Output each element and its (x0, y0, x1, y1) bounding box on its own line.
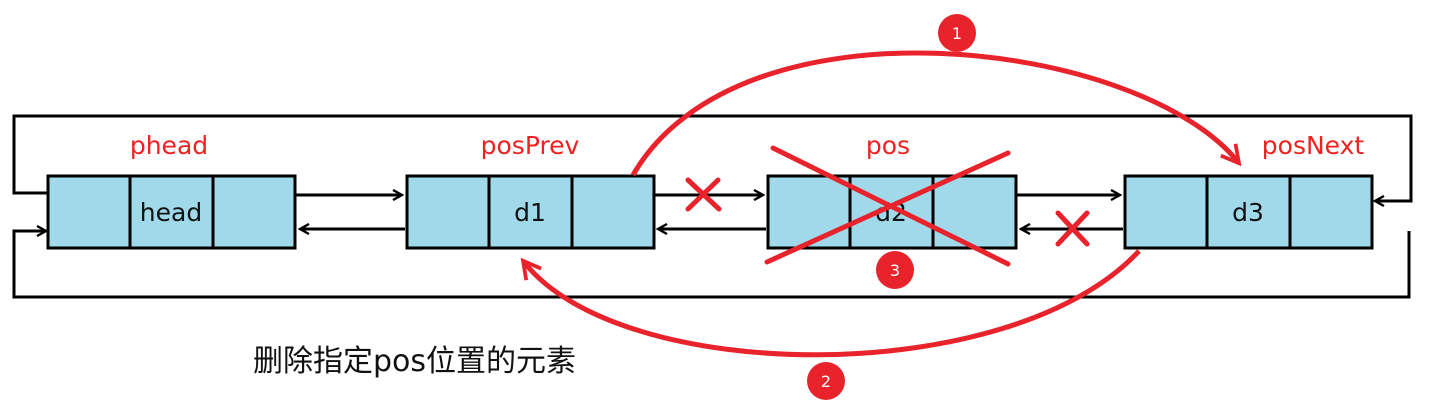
step1-arc (630, 50, 1238, 177)
diagram-caption: 删除指定pos位置的元素 (253, 344, 577, 379)
node-value-d1: d1 (514, 198, 546, 227)
step-badge-3: 3 (876, 251, 914, 289)
node-posprev: d1 posPrev (405, 131, 656, 250)
step-badge-3-text: 3 (890, 261, 900, 280)
step-badge-1: 1 (938, 14, 976, 52)
step2-arc (524, 249, 1141, 358)
step-badge-1-text: 1 (952, 24, 962, 43)
cross-mark-prev-link (1055, 210, 1090, 247)
step-badge-2-text: 2 (821, 372, 831, 391)
circular-link-top (12, 114, 1413, 201)
node-pos: d2 pos (766, 131, 1018, 250)
step-badge-2: 2 (807, 362, 845, 400)
node-label-phead: phead (130, 131, 208, 160)
node-label-pos: pos (866, 131, 910, 160)
node-phead: head phead (46, 131, 297, 250)
node-value-head: head (140, 198, 202, 227)
circular-link-bottom-path (12, 231, 1411, 299)
cross-mark-next-link (685, 177, 722, 212)
node-posnext: d3 posNext (1123, 131, 1374, 250)
node-value-d3: d3 (1232, 198, 1264, 227)
node-label-posprev: posPrev (481, 131, 580, 160)
node-label-posnext: posNext (1262, 131, 1365, 160)
delete-cross-over-pos (764, 145, 1011, 267)
